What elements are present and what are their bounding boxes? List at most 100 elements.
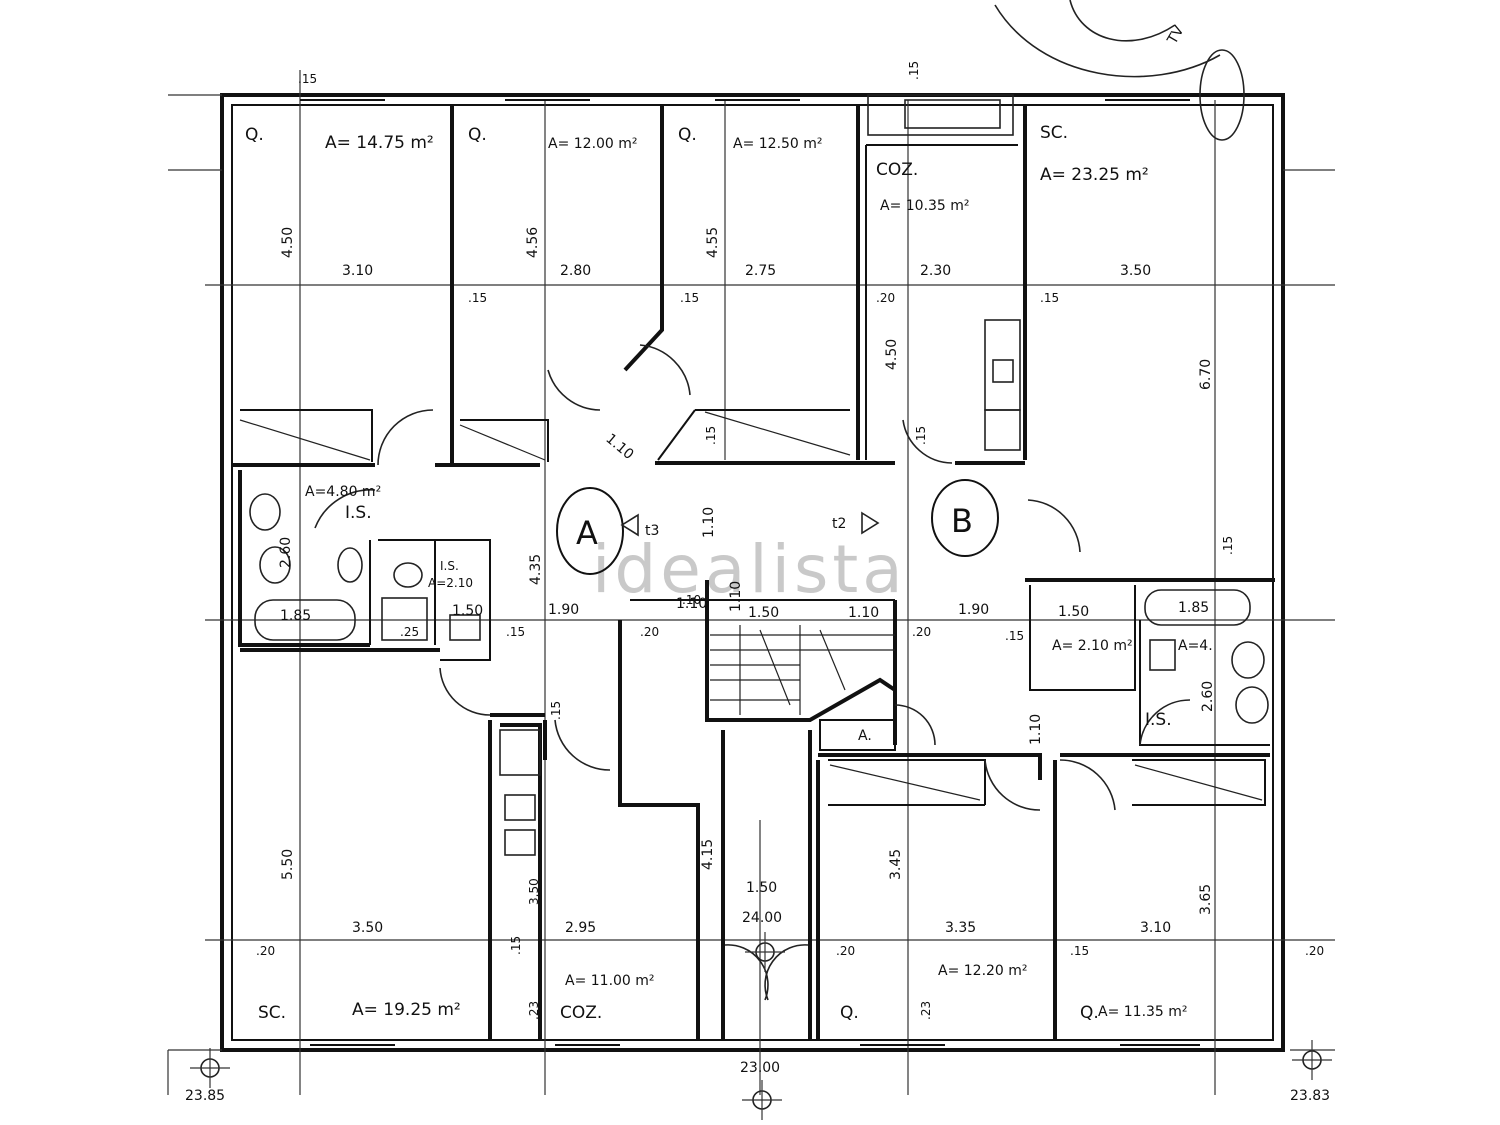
svg-text:.20: .20 — [640, 625, 659, 639]
svg-text:A= 12.20 m²: A= 12.20 m² — [938, 963, 1028, 979]
level-marker-entrance: 24.00 — [742, 910, 785, 972]
wardrobe-hatching — [239, 411, 1263, 801]
level-marker-right: 23.83 — [1290, 1040, 1332, 1104]
svg-text:1.85: 1.85 — [280, 608, 311, 624]
svg-text:1.10: 1.10 — [848, 605, 879, 621]
svg-text:A= 11.35 m²: A= 11.35 m² — [1098, 1004, 1188, 1020]
svg-text:A= 12.50 m²: A= 12.50 m² — [733, 136, 823, 152]
svg-text:A: A — [576, 514, 598, 552]
svg-text:3.50: 3.50 — [1120, 263, 1151, 279]
room-bath-b2: A= 2.10 m² 1.50 — [1052, 604, 1133, 654]
svg-text:6.70: 6.70 — [1198, 359, 1214, 390]
svg-text:.15: .15 — [298, 72, 317, 86]
svg-text:.15: .15 — [907, 61, 921, 80]
svg-text:Q.: Q. — [840, 1003, 859, 1023]
svg-text:Q.: Q. — [468, 125, 487, 145]
svg-text:A=2.10: A=2.10 — [428, 576, 473, 590]
svg-text:Q.: Q. — [1080, 1003, 1099, 1023]
svg-text:4.50: 4.50 — [884, 339, 900, 370]
svg-text:2.30: 2.30 — [920, 263, 951, 279]
svg-text:1.10: 1.10 — [602, 431, 636, 463]
svg-text:.15: .15 — [704, 426, 718, 445]
svg-text:.20: .20 — [876, 291, 895, 305]
room-q5: Q. A= 11.35 m² 3.10 3.65 — [1080, 884, 1214, 1023]
svg-text:t3: t3 — [645, 523, 659, 539]
svg-text:23.83: 23.83 — [1290, 1088, 1330, 1104]
svg-text:.15: .15 — [468, 291, 487, 305]
svg-text:1.90: 1.90 — [548, 602, 579, 618]
svg-text:COZ.: COZ. — [560, 1003, 602, 1023]
svg-text:SC.: SC. — [1040, 123, 1068, 143]
svg-text:.15: .15 — [1221, 536, 1235, 555]
svg-text:.15: .15 — [914, 426, 928, 445]
svg-text:3.50: 3.50 — [527, 878, 541, 905]
svg-text:4.55: 4.55 — [705, 227, 721, 258]
svg-text:23.00: 23.00 — [740, 1060, 780, 1076]
svg-text:A= 19.25 m²: A= 19.25 m² — [352, 1000, 461, 1020]
door-swings — [314, 344, 1191, 1001]
svg-text:I.S.: I.S. — [1145, 710, 1172, 730]
svg-text:Q.: Q. — [678, 125, 697, 145]
svg-text:3.35: 3.35 — [945, 920, 976, 936]
svg-text:4.56: 4.56 — [525, 227, 541, 258]
svg-text:1.85: 1.85 — [1178, 600, 1209, 616]
svg-text:.15: .15 — [549, 701, 563, 720]
svg-text:1.10: 1.10 — [1028, 714, 1044, 745]
svg-text:.15: .15 — [1005, 629, 1024, 643]
svg-text:I.S.: I.S. — [345, 503, 372, 523]
svg-text:24.00: 24.00 — [742, 910, 782, 926]
svg-text:2.75: 2.75 — [745, 263, 776, 279]
room-bath-a: A=4.80 m² I.S. 1.85 2.60 — [278, 484, 381, 624]
svg-text:A= 12.00 m²: A= 12.00 m² — [548, 136, 638, 152]
svg-text:A=4.: A=4. — [1178, 638, 1213, 654]
svg-text:.23: .23 — [527, 1001, 541, 1020]
svg-text:.20: .20 — [912, 625, 931, 639]
svg-text:A= 2.10 m²: A= 2.10 m² — [1052, 638, 1133, 654]
svg-text:t2: t2 — [832, 516, 846, 532]
svg-text:1.50: 1.50 — [1058, 604, 1089, 620]
svg-text:.20: .20 — [836, 944, 855, 958]
svg-text:3.10: 3.10 — [342, 263, 373, 279]
svg-text:.20: .20 — [256, 944, 275, 958]
dimension-lines — [205, 70, 1335, 1095]
level-marker-bottom-center: 23.00 — [740, 1060, 782, 1120]
svg-text:.23: .23 — [919, 1001, 933, 1020]
room-bath-b: I.S. A=4. 1.85 2.60 — [1145, 600, 1216, 730]
svg-text:1.50: 1.50 — [452, 603, 483, 619]
room-living-top: SC. A= 23.25 m² 3.50 6.70 — [1040, 123, 1214, 390]
svg-text:2.80: 2.80 — [560, 263, 591, 279]
room-kitchen-top: COZ. A= 10.35 m² 2.30 4.50 — [876, 160, 970, 370]
interior-walls — [232, 105, 1275, 1040]
circulation-labels: 1.90 4.35 1.90 1.50 1.10 1.10 1.10 1.10 … — [528, 431, 1044, 896]
top-right-feature: TV — [994, 0, 1245, 141]
watermark: idealista — [592, 531, 907, 608]
room-living-bottom: SC. A= 19.25 m² 3.50 5.50 — [258, 849, 461, 1023]
svg-text:I.S.: I.S. — [440, 559, 459, 573]
svg-text:4.35: 4.35 — [528, 554, 544, 585]
svg-text:.10: .10 — [682, 593, 701, 607]
svg-text:A.: A. — [858, 728, 872, 744]
svg-text:A= 11.00 m²: A= 11.00 m² — [565, 973, 655, 989]
top-right-label: TV — [1164, 23, 1188, 48]
svg-text:4.50: 4.50 — [280, 227, 296, 258]
bathroom-fixtures — [249, 493, 1269, 724]
svg-text:.15: .15 — [680, 291, 699, 305]
svg-text:1.90: 1.90 — [958, 602, 989, 618]
unit-marker-b: B t2 — [832, 479, 999, 557]
svg-text:B: B — [951, 502, 973, 540]
level-marker-left: 23.85 — [185, 1048, 230, 1104]
stairs — [710, 625, 895, 715]
svg-text:3.50: 3.50 — [352, 920, 383, 936]
svg-text:SC.: SC. — [258, 1003, 286, 1023]
svg-text:1.50: 1.50 — [748, 605, 779, 621]
svg-text:Q.: Q. — [245, 125, 264, 145]
room-q1: Q. A= 14.75 m² 3.10 4.50 — [245, 125, 434, 279]
room-q4: Q. A= 12.20 m² 3.35 3.45 — [840, 849, 1028, 1023]
unit-marker-a: A t3 — [556, 487, 659, 575]
svg-text:3.10: 3.10 — [1140, 920, 1171, 936]
svg-text:.15: .15 — [1040, 291, 1059, 305]
svg-text:23.85: 23.85 — [185, 1088, 225, 1104]
windows — [300, 99, 1200, 1046]
svg-text:A= 23.25 m²: A= 23.25 m² — [1040, 165, 1149, 185]
svg-text:1.50: 1.50 — [746, 880, 777, 896]
